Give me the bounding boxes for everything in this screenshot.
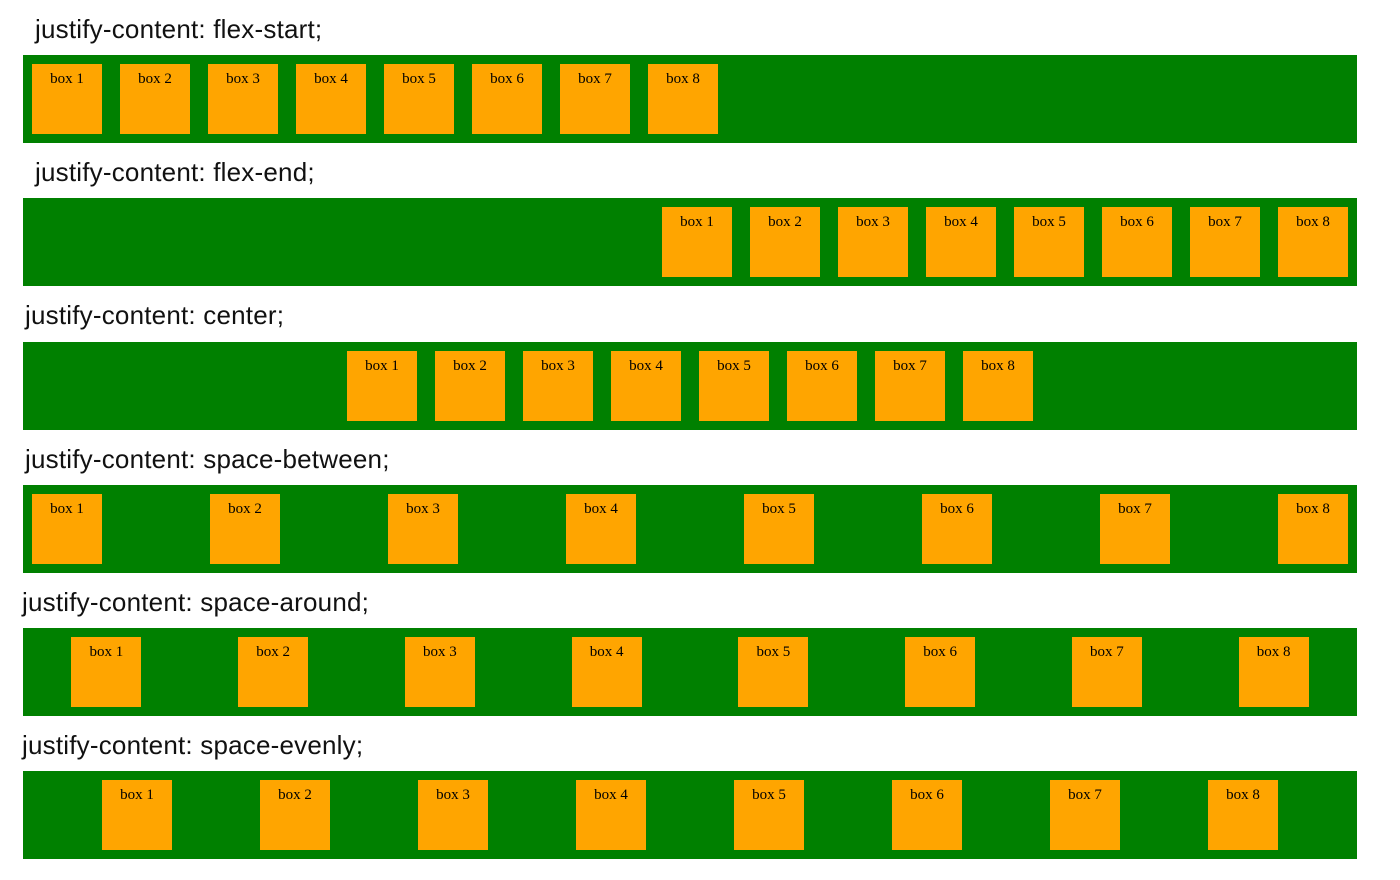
flex-box: box 2 (120, 64, 190, 135)
flex-box: box 2 (210, 493, 280, 564)
flex-box: box 5 (738, 636, 809, 707)
flex-box: box 5 (1014, 207, 1084, 278)
flex-box: box 4 (576, 780, 646, 851)
flex-container: box 1 box 2 box 3 box 4 box 5 box 6 box 7 box 8 (23, 198, 1357, 287)
section-heading: justify-content: flex-end; (35, 157, 315, 188)
flex-box: box 1 (32, 64, 102, 135)
flex-container: box 1 box 2 box 3 box 4 box 5 box 6 box 7 box 8 (23, 341, 1357, 430)
flex-box: box 3 (523, 350, 593, 421)
flex-box: box 3 (404, 636, 475, 707)
flex-box: box 2 (750, 207, 820, 278)
flex-box: box 8 (1208, 780, 1278, 851)
section-heading: justify-content: space-evenly; (22, 729, 364, 760)
flex-box: box 7 (875, 350, 945, 421)
flex-box: box 8 (648, 64, 718, 135)
flex-box: box 4 (926, 207, 996, 278)
flex-box: box 8 (1278, 207, 1348, 278)
flex-box: box 3 (388, 493, 458, 564)
flex-box: box 5 (699, 350, 769, 421)
flex-box: box 5 (734, 780, 804, 851)
flex-box: box 6 (1102, 207, 1172, 278)
flex-box: box 6 (922, 493, 992, 564)
flex-box: box 1 (32, 493, 102, 564)
flex-box: box 7 (560, 64, 630, 135)
flex-box: box 1 (71, 636, 142, 707)
flex-box: box 4 (296, 64, 366, 135)
section-heading: justify-content: flex-start; (35, 14, 323, 44)
flex-box: box 4 (566, 493, 636, 564)
flex-box: box 2 (238, 636, 309, 707)
flex-container: box 1 box 2 box 3 box 4 box 5 box 6 box 7 box 8 (23, 55, 1357, 144)
flex-box: box 6 (472, 64, 542, 135)
flex-box: box 1 (662, 207, 732, 278)
section-center: justify-content: center; box 1 box 2 box 3… (0, 300, 1400, 430)
flex-box: box 8 (963, 350, 1033, 421)
flex-box: box 8 (1238, 636, 1309, 707)
section-heading: justify-content: center; (25, 300, 285, 331)
flex-box: box 3 (838, 207, 908, 278)
flex-box: box 4 (571, 636, 642, 707)
flex-box: box 7 (1100, 493, 1170, 564)
flex-box: box 4 (611, 350, 681, 421)
flex-container: box 1 box 2 box 3 box 4 box 5 box 6 box 7 box 8 (23, 627, 1357, 716)
flex-box: box 6 (892, 780, 962, 851)
flex-box: box 7 (1071, 636, 1142, 707)
flex-box: box 3 (418, 780, 488, 851)
flex-box: box 5 (384, 64, 454, 135)
flex-box: box 2 (260, 780, 330, 851)
section-heading: justify-content: space-around; (22, 586, 370, 617)
flex-box: box 5 (744, 493, 814, 564)
flex-box: box 1 (102, 780, 172, 851)
flex-box: box 6 (905, 636, 976, 707)
flex-container: box 1 box 2 box 3 box 4 box 5 box 6 box 7 box 8 (23, 484, 1357, 573)
flex-box: box 7 (1050, 780, 1120, 851)
flex-box: box 7 (1190, 207, 1260, 278)
flex-box: box 1 (347, 350, 417, 421)
flex-box: box 2 (435, 350, 505, 421)
flex-box: box 3 (208, 64, 278, 135)
flex-box: box 6 (787, 350, 857, 421)
flex-container: box 1 box 2 box 3 box 4 box 5 box 6 box 7 box 8 (23, 771, 1357, 860)
flex-box: box 8 (1278, 493, 1348, 564)
section-heading: justify-content: space-between; (25, 443, 390, 474)
